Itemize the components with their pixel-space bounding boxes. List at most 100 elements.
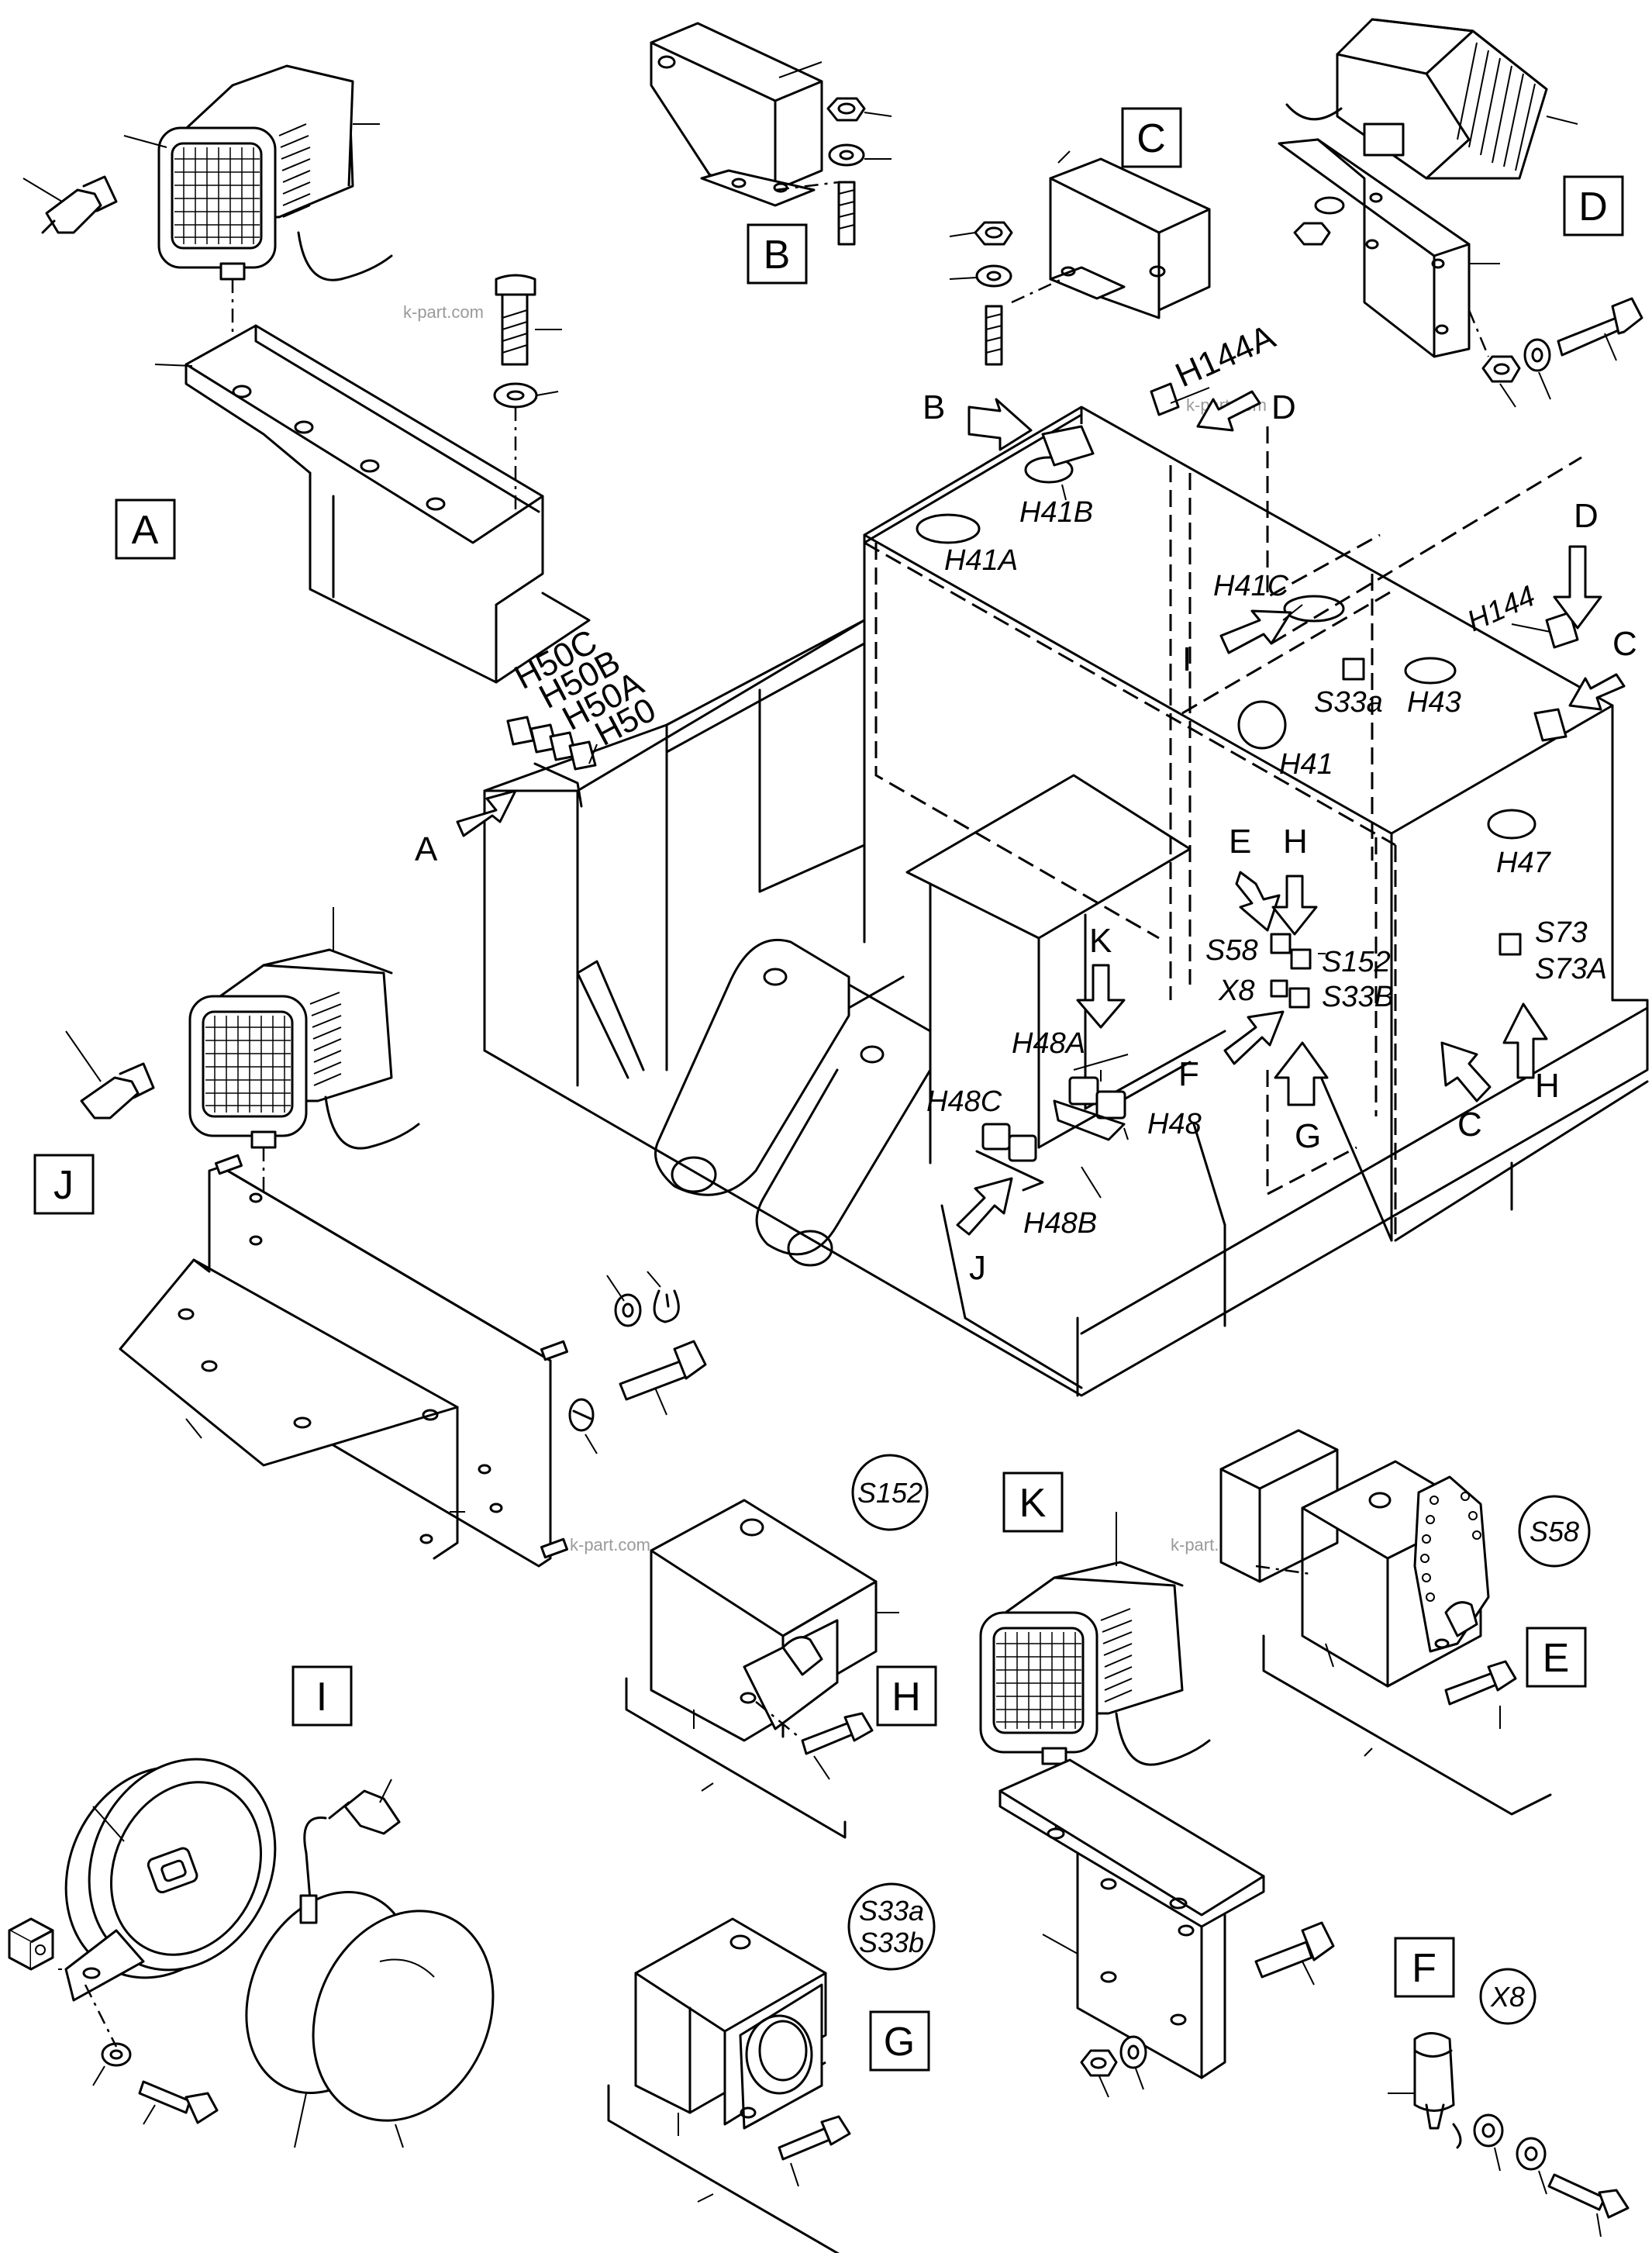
view-box-b: B <box>747 223 808 285</box>
pointer-letter-h-top: H <box>1283 823 1308 861</box>
detail-a <box>22 64 591 684</box>
bulb-a-icon <box>41 175 118 234</box>
label-h48a: H48A <box>1012 1027 1085 1060</box>
view-box-e: E <box>1526 1627 1587 1688</box>
arrow-j-icon <box>956 1177 1013 1236</box>
detail-g <box>607 1917 851 2253</box>
light-h43-icon <box>1404 657 1457 685</box>
pointer-letter-b: B <box>923 388 945 426</box>
label-h43: H43 <box>1407 686 1461 719</box>
switch-s33a-icon <box>1342 657 1365 681</box>
leader-lines <box>588 387 1551 1199</box>
label-s33a-frame: S33a <box>1314 686 1383 719</box>
washer-b-icon <box>828 143 865 167</box>
arrow-i-icon <box>1219 609 1292 654</box>
arrow-k-icon <box>1076 964 1126 1029</box>
nut-c-icon <box>974 221 1013 246</box>
view-box-c: C <box>1121 107 1182 168</box>
detail-i <box>8 1758 495 2148</box>
light-h41a-icon <box>916 513 981 544</box>
nut-k-icon <box>1080 2049 1118 2077</box>
label-h41a: H41A <box>944 544 1018 577</box>
label-x8-frame: X8 <box>1218 975 1254 1007</box>
bolt-a-icon <box>495 274 536 366</box>
arrow-d-top-icon <box>1196 390 1261 432</box>
pointer-letter-group: A B D D C I E H K F G C H J <box>415 388 1637 1287</box>
label-h144: H144 <box>1463 580 1540 638</box>
watermark-1: k-part.com <box>403 302 484 322</box>
detail-c <box>949 150 1211 366</box>
label-s73a: S73A <box>1535 953 1607 985</box>
pointer-letter-d-top: D <box>1271 388 1296 426</box>
view-box-i: I <box>291 1665 353 1727</box>
frame-components <box>506 382 1579 1192</box>
view-box-c-label: C <box>1136 116 1166 161</box>
work-lamp-d-icon <box>1285 18 1548 180</box>
lock-washer-j-icon <box>653 1289 680 1323</box>
arrow-a-icon <box>456 789 517 837</box>
arrow-h-bottom-icon <box>1502 1002 1548 1079</box>
detail-h <box>625 1499 899 1839</box>
circle-label-s58: S58 <box>1518 1495 1591 1568</box>
work-lamp-a-icon <box>157 64 393 281</box>
pointer-letter-c-right: C <box>1612 625 1637 663</box>
nut-d-icon <box>1481 355 1521 383</box>
arrow-g-icon <box>1274 1041 1329 1106</box>
washer-f2-icon <box>1516 2137 1547 2171</box>
arrow-b-icon <box>967 398 1033 451</box>
pointer-letter-f: F <box>1178 1055 1199 1093</box>
lamp-c-icon <box>1533 708 1568 742</box>
screw-f-icon <box>1547 2173 1630 2219</box>
arrow-f-icon <box>1223 1010 1285 1065</box>
screw-g-icon <box>778 2115 851 2161</box>
pointer-letter-g: G <box>1295 1117 1321 1155</box>
switch-cube-i-icon <box>8 1917 54 1971</box>
washer-j-icon <box>614 1293 642 1327</box>
bolt-j-icon <box>619 1340 707 1401</box>
arrow-c-right-icon <box>1568 673 1626 711</box>
washer-k-icon <box>1119 2035 1147 2069</box>
label-h48c: H48C <box>926 1085 1002 1118</box>
view-box-a: A <box>115 499 176 560</box>
view-box-d-label: D <box>1578 185 1608 229</box>
cab-frame <box>483 405 1649 1397</box>
stud-c-icon <box>985 305 1003 366</box>
view-box-g: G <box>869 2010 930 2072</box>
light-h41c-icon <box>1283 595 1345 623</box>
pointer-letter-d-right: D <box>1574 497 1599 535</box>
lamp-h144-icon <box>1545 611 1579 649</box>
beacon-base-icon <box>64 1758 277 2002</box>
view-box-k-label: K <box>1019 1481 1047 1526</box>
detail-e <box>1219 1429 1552 1816</box>
stud-b-icon <box>837 181 856 246</box>
connector-x8-icon <box>1413 2032 1462 2149</box>
pointer-letter-a: A <box>415 830 438 868</box>
bulb-i-icon <box>299 1789 401 1924</box>
work-lamp-j-icon <box>188 948 420 1150</box>
view-box-g-label: G <box>884 2020 915 2065</box>
label-h144a: H144A <box>1170 317 1281 395</box>
pointer-letter-c-bottom: C <box>1457 1106 1482 1144</box>
pointer-letter-h-bottom: H <box>1535 1067 1560 1105</box>
switch-s73-icon <box>1499 933 1522 956</box>
pointer-letter-k: K <box>1089 922 1112 960</box>
detail-k <box>979 1512 1335 2098</box>
circle-label-s33b-text: S33b <box>859 1927 924 1958</box>
arrow-h-top-icon <box>1271 875 1318 936</box>
washer-j2-icon <box>568 1398 595 1432</box>
circle-label-s33: S33a S33b <box>847 1882 936 1971</box>
view-box-f: F <box>1394 1937 1455 1998</box>
bolt-i-icon <box>138 2080 219 2124</box>
bulb-j-icon <box>80 1062 155 1120</box>
label-h41b: H41B <box>1019 496 1093 529</box>
view-box-a-label: A <box>132 508 159 553</box>
light-h47-icon <box>1487 809 1536 840</box>
lamp-group-h48-icon <box>975 1076 1126 1192</box>
light-h41b-icon <box>1024 456 1074 484</box>
circle-label-x8: X8 <box>1479 1968 1536 2025</box>
label-s152-frame: S152 <box>1322 946 1391 978</box>
view-box-i-label: I <box>316 1675 327 1720</box>
circle-label-s58-text: S58 <box>1530 1516 1579 1547</box>
pointer-letter-e: E <box>1229 823 1251 861</box>
pointer-arrows <box>456 390 1626 1236</box>
